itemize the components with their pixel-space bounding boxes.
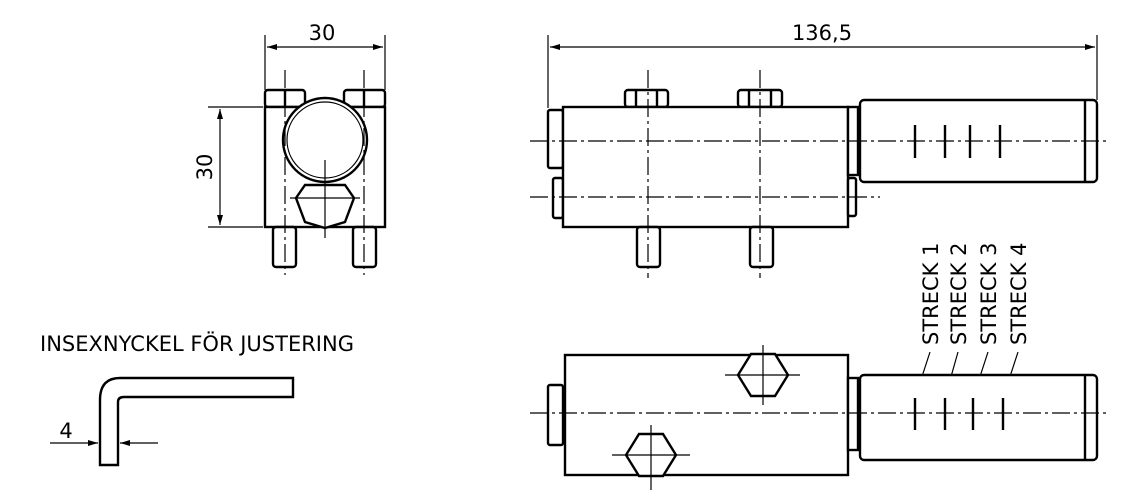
marking-label: STRECK 4 <box>1007 243 1031 346</box>
marking-label: STRECK 1 <box>919 243 943 346</box>
valve-body-top <box>563 353 850 477</box>
marking-label: STRECK 2 <box>947 243 971 346</box>
allen-key-title: INSEXNYCKEL FÖR JUSTERING <box>40 331 354 356</box>
marking-label: STRECK 3 <box>977 243 1001 346</box>
allen-key-size: 4 <box>59 419 72 443</box>
side-view: 136,5 <box>530 21 1107 278</box>
length-dimension: 136,5 <box>792 21 852 45</box>
marking-labels: STRECK 1 STRECK 2 STRECK 3 STRECK 4 <box>914 243 1031 399</box>
top-view <box>530 345 1107 490</box>
valve-body <box>561 105 850 229</box>
height-dimension: 30 <box>193 154 217 181</box>
allen-key-shape <box>98 376 295 467</box>
front-view: 30 30 <box>193 21 387 275</box>
allen-key: INSEXNYCKEL FÖR JUSTERING 4 <box>40 331 354 467</box>
width-dimension: 30 <box>309 21 336 45</box>
